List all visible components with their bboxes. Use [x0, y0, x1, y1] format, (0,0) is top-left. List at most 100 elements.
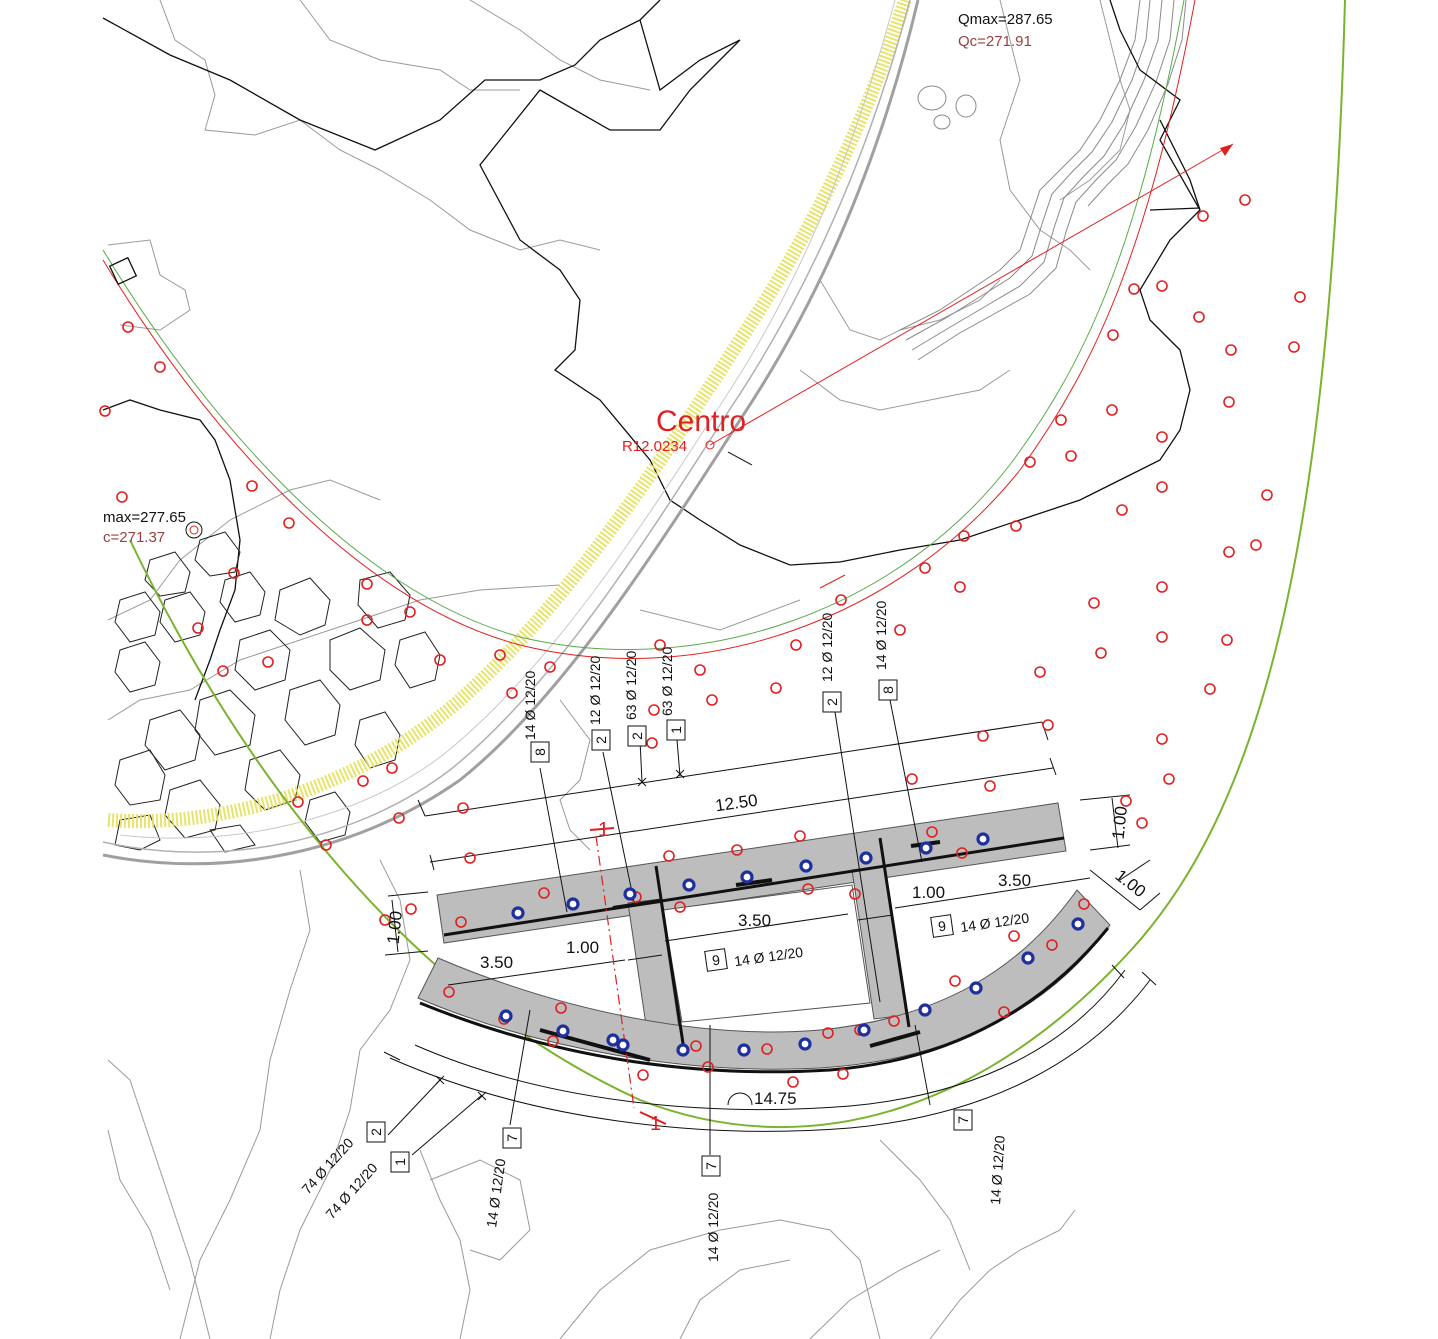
pile-existing — [1024, 456, 1036, 468]
gabion-hex-field — [114, 531, 441, 853]
svg-text:2: 2 — [824, 698, 840, 706]
pile-new — [737, 1043, 751, 1057]
pile-existing — [1197, 210, 1209, 222]
foundation-slab — [417, 802, 1111, 1070]
pile-existing — [361, 614, 373, 626]
slab-inner-void-left — [662, 884, 871, 1023]
pile-new — [918, 1003, 932, 1017]
pile-new — [676, 1043, 690, 1057]
rebar-tag: 7 — [502, 1127, 522, 1149]
pile-existing — [984, 780, 996, 792]
dimension-label: 1.00 — [1112, 866, 1150, 901]
rebar-tag: 2 — [366, 1121, 386, 1143]
pile-existing — [1107, 329, 1119, 341]
pile-existing — [99, 405, 111, 417]
rebar-label: 14 Ø 12/20 — [959, 910, 1030, 936]
pile-existing — [283, 517, 295, 529]
red-arc — [102, 0, 1196, 659]
pile-existing — [770, 682, 782, 694]
center-ray — [705, 143, 1234, 466]
rebar-tag: 7 — [701, 1155, 721, 1177]
pile-existing — [958, 530, 970, 542]
dimension-label: 3.50 — [738, 911, 771, 930]
pile-existing — [1156, 733, 1168, 745]
rebar-label: 14 Ø 12/20 — [705, 1193, 721, 1262]
pile-existing — [1046, 939, 1058, 951]
new-piles — [499, 832, 1085, 1057]
svg-text:2: 2 — [629, 732, 645, 740]
pile-existing — [457, 802, 469, 814]
slab-curved-beam — [417, 889, 1111, 1070]
road — [102, 0, 920, 866]
existing-manhole — [727, 1092, 753, 1106]
pile-new — [556, 1024, 570, 1038]
pile-existing — [646, 737, 658, 749]
pile-existing — [1239, 194, 1251, 206]
survey-marker — [108, 256, 138, 286]
rebar-label: 63 Ø 12/20 — [623, 651, 639, 720]
pile-existing — [787, 1076, 799, 1088]
pile-existing — [192, 622, 204, 634]
pile-existing — [506, 687, 518, 699]
rebar-tag: 7 — [953, 1109, 973, 1131]
pile-new — [976, 832, 990, 846]
pile-existing — [888, 1015, 900, 1027]
pile-existing — [443, 986, 455, 998]
road-edge-outer — [102, 0, 920, 866]
pile-existing — [761, 1043, 773, 1055]
pile-existing — [455, 916, 467, 928]
pile-existing — [949, 975, 961, 987]
pile-existing — [386, 762, 398, 774]
pile-existing — [663, 850, 675, 862]
pile-existing — [977, 730, 989, 742]
rebar-tag: 1 — [390, 1151, 410, 1173]
rebar-tag: 2 — [627, 725, 647, 747]
svg-text:9: 9 — [711, 952, 721, 969]
pile-existing — [1163, 773, 1175, 785]
svg-text:2: 2 — [593, 736, 609, 744]
rebar-tag: 8 — [878, 679, 898, 701]
pile-new — [798, 1037, 812, 1051]
pile-new — [499, 1009, 513, 1023]
pile-existing — [1223, 546, 1235, 558]
pile-existing — [837, 1068, 849, 1080]
pile-existing — [393, 812, 405, 824]
rebar-label: 12 Ø 12/20 — [587, 656, 603, 725]
pile-existing — [1204, 683, 1216, 695]
pile-existing — [379, 914, 391, 926]
svg-text:7: 7 — [504, 1134, 520, 1142]
rebar-label: 12 Ø 12/20 — [819, 613, 835, 682]
pile-existing — [122, 321, 134, 333]
pile-existing — [822, 1027, 834, 1039]
pile-existing — [217, 665, 229, 677]
rebar-label: 63 Ø 12/20 — [659, 647, 675, 716]
pile-existing — [919, 562, 931, 574]
pile-existing — [320, 839, 332, 851]
section-label-top: 1 — [598, 819, 609, 841]
svg-text:1: 1 — [392, 1158, 408, 1166]
pile-existing — [1010, 520, 1022, 532]
pile-existing — [1221, 634, 1233, 646]
alignment-arcs — [102, 0, 1346, 1128]
pile-existing — [1116, 504, 1128, 516]
road-hatch — [107, 0, 912, 828]
pile-existing — [547, 1035, 559, 1047]
pile-existing — [1088, 597, 1100, 609]
rebar-leaders — [387, 699, 931, 1156]
pile-existing — [361, 578, 373, 590]
pile-existing — [1106, 404, 1118, 416]
pile-existing — [1223, 396, 1235, 408]
svg-text:1: 1 — [668, 726, 684, 734]
pile-existing — [1008, 930, 1020, 942]
pile-new — [511, 906, 525, 920]
pile-existing — [292, 796, 304, 808]
center-radius: R12.0234 — [622, 438, 687, 455]
rebar-label: 14 Ø 12/20 — [987, 1135, 1008, 1205]
pile-existing — [1294, 291, 1306, 303]
dimension-label: 1.00 — [384, 910, 406, 945]
rebar-tag: 2 — [591, 729, 611, 751]
property-boundaries — [102, 0, 1201, 701]
tick-marks — [435, 769, 685, 1101]
pile-new — [606, 1033, 620, 1047]
dimension-label: 14.75 — [754, 1089, 797, 1108]
